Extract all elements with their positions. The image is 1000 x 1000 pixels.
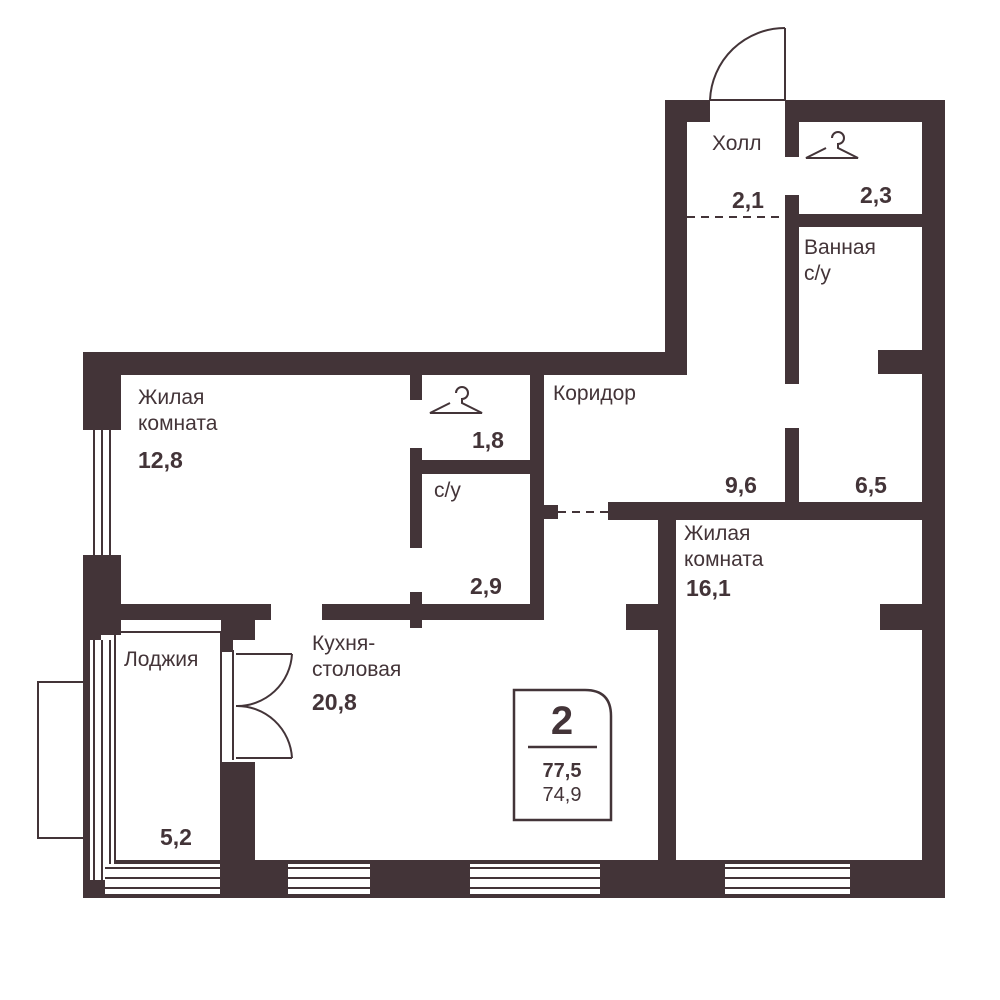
hanger-icon: [429, 386, 483, 414]
loggia-door-icon: [232, 650, 293, 760]
kitchen-label-2: столовая: [312, 658, 401, 681]
hall-wardrobe-area: 2,3: [860, 182, 892, 208]
living-area: 74,9: [543, 784, 582, 806]
inner-walls: [101, 122, 922, 878]
windows: [37, 430, 850, 894]
bath-area: 6,5: [855, 472, 887, 498]
kitchen-label: Кухня-: [312, 632, 375, 655]
bath-label-2: с/у: [804, 262, 831, 285]
living-wardrobe-area: 1,8: [472, 427, 504, 453]
living1-label: Жилая: [138, 386, 204, 409]
loggia-balcony-frame: [37, 681, 85, 839]
corridor-label: Коридор: [553, 382, 636, 405]
rooms-count: 2: [551, 699, 573, 743]
living2-label-2: комната: [684, 548, 764, 571]
loggia-area: 5,2: [160, 824, 192, 850]
hanger-icon: [805, 131, 859, 159]
loggia-label: Лоджия: [124, 648, 198, 671]
living1-label-2: комната: [138, 412, 218, 435]
living1-area: 12,8: [138, 447, 183, 473]
zone-dividers: [558, 216, 785, 513]
entrance-door-icon: [709, 26, 786, 101]
living2-area: 16,1: [686, 575, 731, 601]
wc-area: 2,9: [470, 573, 502, 599]
hall-label: Холл: [712, 132, 762, 155]
total-area: 77,5: [543, 760, 582, 782]
kitchen-area: 20,8: [312, 689, 357, 715]
living2-label: Жилая: [684, 522, 750, 545]
wc-label: с/у: [434, 479, 461, 502]
hall-area: 2,1: [732, 187, 764, 213]
bath-label: Ванная: [804, 236, 876, 259]
apartment-summary-badge: 2 77,5 74,9: [512, 688, 613, 822]
corridor-area: 9,6: [725, 472, 757, 498]
